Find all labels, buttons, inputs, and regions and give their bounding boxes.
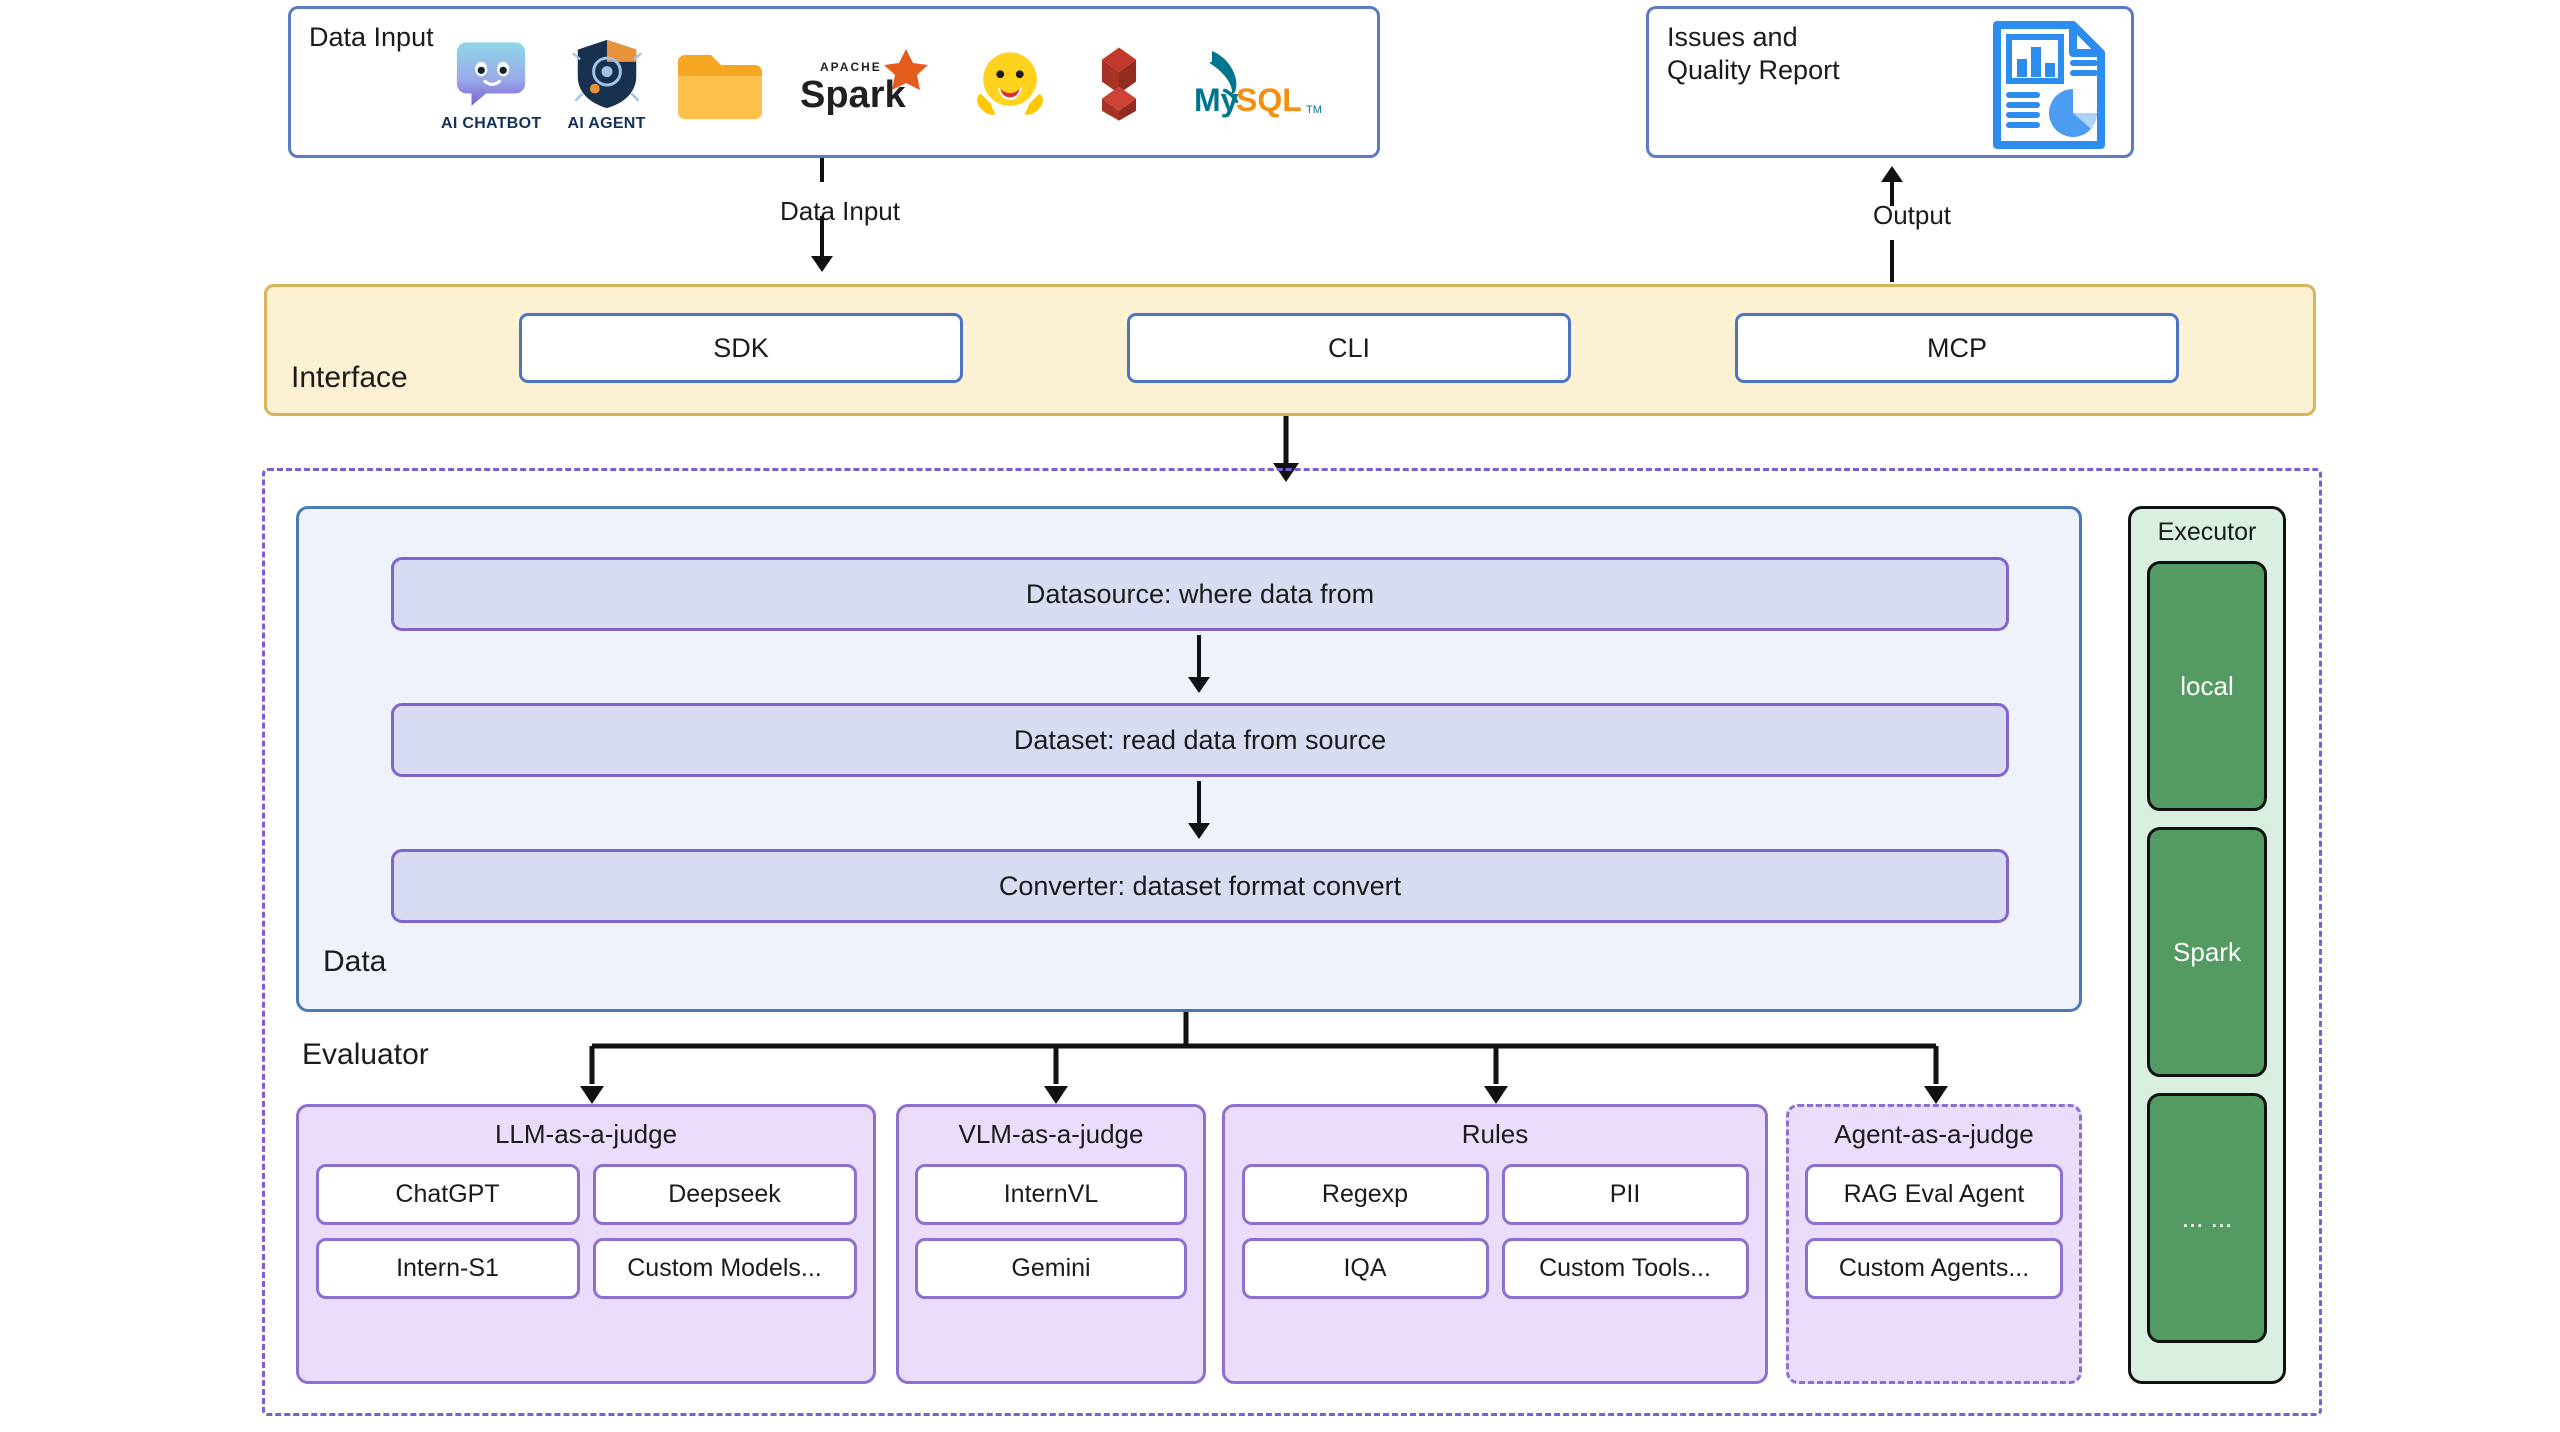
evaluator-chip-iqa-label: IQA bbox=[1343, 1254, 1387, 1282]
data-stage-dataset[interactable]: Dataset: read data from source bbox=[391, 703, 2009, 777]
interface-item-cli-label: CLI bbox=[1327, 332, 1371, 363]
datasource-to-dataset-arrow bbox=[1188, 635, 1210, 693]
platform-container bbox=[262, 468, 2322, 1416]
interface-item-sdk-label: SDK bbox=[713, 332, 769, 363]
apache-spark-logo: APACHE Spark bbox=[794, 45, 944, 123]
evaluator-chip-gemini[interactable]: Gemini bbox=[915, 1238, 1187, 1299]
evaluator-group-llm-title: LLM-as-a-judge bbox=[494, 1119, 678, 1149]
interface-item-sdk[interactable]: SDK bbox=[519, 313, 963, 383]
mysql-logo: My SQL TM bbox=[1188, 45, 1338, 123]
executor-item-more-label: ... ... bbox=[2181, 1202, 2233, 1233]
evaluator-chip-regexp-label: Regexp bbox=[1321, 1180, 1409, 1208]
evaluator-chip-iqa[interactable]: IQA bbox=[1241, 1238, 1489, 1299]
evaluator-chip-intern-s1[interactable]: Intern-S1 bbox=[315, 1238, 580, 1299]
data-stage-dataset-label: Dataset: read data from source bbox=[1013, 724, 1387, 755]
interface-item-mcp[interactable]: MCP bbox=[1735, 313, 2179, 383]
data-stage-converter[interactable]: Converter: dataset format convert bbox=[391, 849, 2009, 923]
interface-item-mcp-label: MCP bbox=[1927, 332, 1987, 363]
output-edge-label: Output bbox=[1872, 200, 1952, 230]
data-panel: Datasource: where data from Dataset: rea… bbox=[296, 506, 2082, 1012]
report-document-icon bbox=[1985, 19, 2113, 156]
ai-chatbot-logo: AI CHATBOT bbox=[441, 35, 541, 133]
evaluator-group-agent: Agent-as-a-judge RAG Eval Agent Custom A… bbox=[1786, 1104, 2082, 1384]
evaluator-chip-gemini-label: Gemini bbox=[1011, 1254, 1091, 1282]
output-edge bbox=[1881, 166, 1903, 282]
evaluator-chip-pii[interactable]: PII bbox=[1501, 1164, 1749, 1225]
interface-to-data-edge bbox=[1273, 416, 1299, 482]
data-panel-label: Data bbox=[323, 945, 387, 978]
interface-label: Interface bbox=[291, 361, 408, 394]
evaluator-group-vlm: VLM-as-a-judge InternVL Gemini bbox=[896, 1104, 1206, 1384]
evaluator-chip-pii-label: PII bbox=[1609, 1180, 1641, 1208]
data-input-edge bbox=[811, 158, 833, 272]
svg-text:TM: TM bbox=[1306, 104, 1322, 116]
executor-item-spark-label: Spark bbox=[2173, 936, 2241, 967]
data-stage-datasource-label: Datasource: where data from bbox=[1025, 578, 1375, 609]
executor-title: Executor bbox=[2157, 518, 2257, 546]
evaluator-group-rules: Rules Regexp PII IQA Custom Tools... bbox=[1222, 1104, 1768, 1384]
executor-panel: Executor local Spark ... ... bbox=[2128, 506, 2286, 1384]
evaluator-chip-custom-models-label: Custom Models... bbox=[627, 1254, 822, 1282]
evaluator-group-rules-title: Rules bbox=[1461, 1119, 1529, 1149]
evaluator-chip-regexp[interactable]: Regexp bbox=[1241, 1164, 1489, 1225]
data-to-evaluator-connector bbox=[580, 1012, 1948, 1104]
data-input-edge-label: Data Input bbox=[780, 196, 900, 226]
evaluator-chip-internvl-label: InternVL bbox=[1003, 1180, 1099, 1208]
evaluator-chip-rag-eval-agent-label: RAG Eval Agent bbox=[1843, 1180, 2025, 1208]
evaluator-chip-deepseek-label: Deepseek bbox=[668, 1180, 781, 1208]
executor-item-local[interactable]: local bbox=[2147, 561, 2267, 811]
data-stage-converter-label: Converter: dataset format convert bbox=[998, 870, 1402, 901]
evaluator-chip-custom-models[interactable]: Custom Models... bbox=[592, 1238, 857, 1299]
evaluator-chip-custom-agents[interactable]: Custom Agents... bbox=[1805, 1238, 2063, 1299]
evaluator-chip-rag-eval-agent[interactable]: RAG Eval Agent bbox=[1805, 1164, 2063, 1225]
report-box: Issues and Quality Report bbox=[1646, 6, 2134, 158]
evaluator-chip-custom-tools-label: Custom Tools... bbox=[1539, 1254, 1711, 1282]
evaluator-label: Evaluator bbox=[302, 1038, 429, 1071]
ai-agent-caption: AI AGENT bbox=[567, 115, 646, 132]
dataset-to-converter-arrow bbox=[1188, 781, 1210, 839]
ai-agent-logo: AI AGENT bbox=[567, 35, 645, 133]
data-lake-logo bbox=[1076, 45, 1162, 123]
evaluator-chip-intern-s1-label: Intern-S1 bbox=[396, 1254, 499, 1282]
svg-text:APACHE: APACHE bbox=[820, 60, 882, 74]
data-input-logos: AI CHATBOT AI AGENT bbox=[441, 35, 1338, 133]
executor-item-spark[interactable]: Spark bbox=[2147, 827, 2267, 1077]
evaluator-group-vlm-title: VLM-as-a-judge bbox=[958, 1119, 1144, 1149]
interface-item-cli[interactable]: CLI bbox=[1127, 313, 1571, 383]
evaluator-chip-deepseek[interactable]: Deepseek bbox=[592, 1164, 857, 1225]
evaluator-chip-internvl[interactable]: InternVL bbox=[915, 1164, 1187, 1225]
report-title: Issues and Quality Report bbox=[1667, 22, 1840, 85]
data-stage-datasource[interactable]: Datasource: where data from bbox=[391, 557, 2009, 631]
svg-text:Spark: Spark bbox=[800, 74, 906, 116]
evaluator-group-agent-title: Agent-as-a-judge bbox=[1834, 1119, 2034, 1149]
evaluator-group-llm: LLM-as-a-judge ChatGPT Deepseek Intern-S… bbox=[296, 1104, 876, 1384]
executor-item-more[interactable]: ... ... bbox=[2147, 1093, 2267, 1343]
evaluator-chip-chatgpt-label: ChatGPT bbox=[395, 1180, 500, 1208]
folder-icon bbox=[672, 46, 768, 122]
interface-band: Interface SDK CLI MCP bbox=[264, 284, 2316, 416]
data-input-title: Data Input bbox=[309, 22, 434, 52]
evaluator-chip-chatgpt[interactable]: ChatGPT bbox=[315, 1164, 580, 1225]
data-input-box: Data Input AI CHATBOT bbox=[288, 6, 1380, 158]
executor-item-local-label: local bbox=[2180, 670, 2234, 701]
evaluator-chip-custom-agents-label: Custom Agents... bbox=[1838, 1254, 2030, 1282]
hugging-face-logo bbox=[970, 45, 1050, 123]
svg-text:SQL: SQL bbox=[1236, 82, 1302, 118]
evaluator-chip-custom-tools[interactable]: Custom Tools... bbox=[1501, 1238, 1749, 1299]
svg-text:My: My bbox=[1194, 82, 1239, 118]
ai-chatbot-caption: AI CHATBOT bbox=[441, 115, 542, 132]
